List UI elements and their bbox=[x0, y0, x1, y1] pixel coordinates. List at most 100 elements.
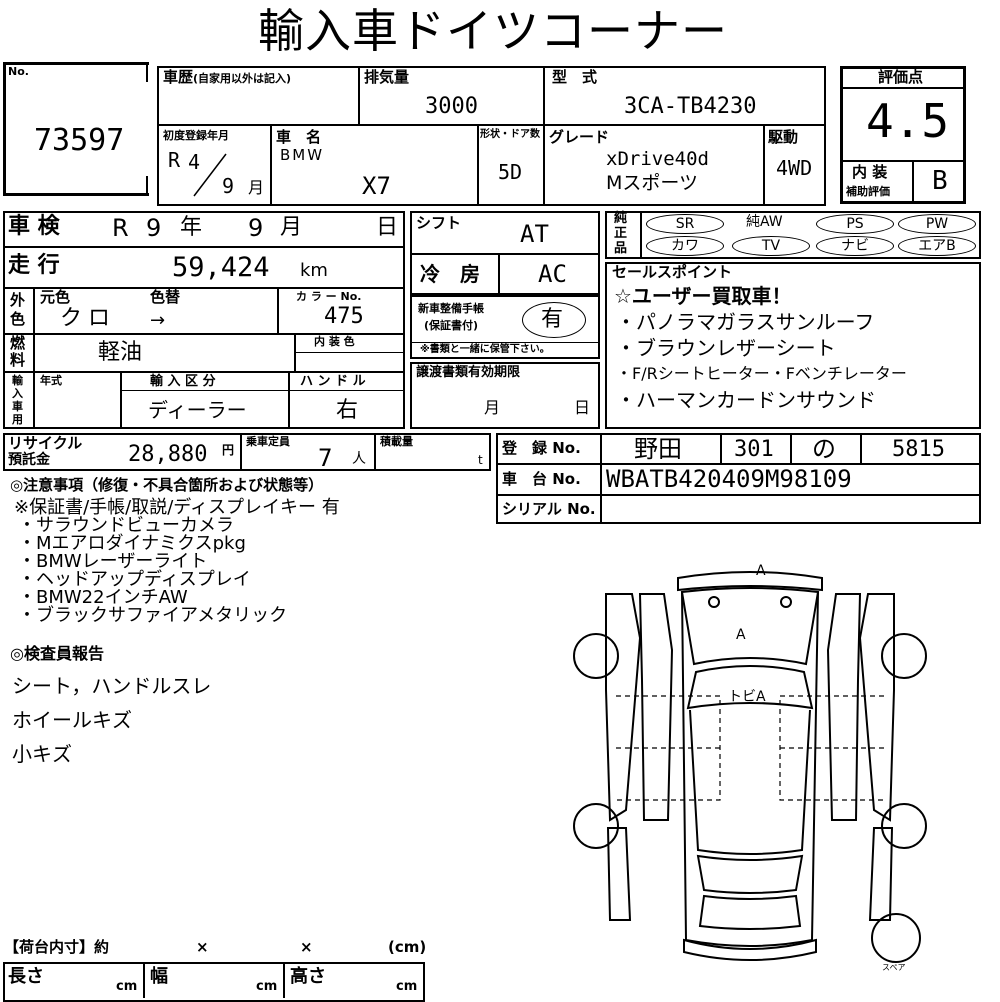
transfer-box bbox=[410, 362, 600, 429]
note-line-5: ・ヘッドアップディスプレイ bbox=[18, 569, 251, 590]
score-label: 評価点 bbox=[878, 68, 924, 86]
sales-point-3: ・ブラウンレザーシート bbox=[616, 336, 836, 360]
sales-point-2: ・パノラマガラスサンルーフ bbox=[616, 310, 875, 334]
cargo-length-unit: cm bbox=[116, 979, 138, 994]
inspection-label: 車 検 bbox=[8, 214, 60, 239]
exterior-change: → bbox=[150, 310, 166, 331]
doors-label: 形状・ドア数 bbox=[480, 129, 540, 140]
exterior-orig: クロ bbox=[60, 306, 117, 331]
recycle-value: 28,880 bbox=[128, 442, 208, 467]
score-value: 4.5 bbox=[866, 94, 950, 148]
mileage-unit: km bbox=[300, 260, 328, 281]
car-maker: BMW bbox=[280, 146, 325, 164]
cargo-unit: (cm) bbox=[388, 938, 427, 956]
page-title: 輸入車ドイツコーナー bbox=[258, 4, 728, 58]
note-line-7: ・ブラックサファイアメタリック bbox=[18, 605, 288, 626]
chassis-label: 車 台 No. bbox=[502, 470, 581, 488]
genuine-sr: SR bbox=[646, 214, 724, 234]
registration-kana: の bbox=[812, 435, 836, 463]
manual-box bbox=[410, 295, 600, 359]
genuine-tv: TV bbox=[732, 236, 810, 256]
serial-label: シリアル No. bbox=[502, 500, 596, 518]
import-type: ディーラー bbox=[148, 398, 247, 422]
load-unit: t bbox=[478, 453, 483, 467]
model-code-value: 3CA-TB4230 bbox=[624, 94, 757, 119]
capacity-value: 7 bbox=[318, 444, 333, 472]
fuel-label-2: 料 bbox=[10, 351, 26, 369]
exterior-change-label: 色替 bbox=[150, 288, 181, 306]
lot-box bbox=[3, 62, 149, 196]
vehicle-details-grid bbox=[3, 211, 405, 429]
aircon-label: 冷 房 bbox=[420, 262, 480, 286]
lot-number-label: No. bbox=[8, 65, 29, 78]
capacity-label: 乗車定員 bbox=[246, 435, 290, 448]
note-line-2: ・サラウンドビューカメラ bbox=[18, 515, 234, 536]
sales-points-box bbox=[605, 262, 981, 429]
genuine-airbag: エアB bbox=[898, 236, 976, 256]
note-line-3: ・Mエアロダイナミクスpkg bbox=[18, 533, 246, 554]
drive-value: 4WD bbox=[776, 156, 813, 180]
handle-value: 右 bbox=[336, 398, 359, 423]
damage-mark-windshield: トビA bbox=[728, 689, 766, 705]
first-reg-month: 9 bbox=[222, 174, 235, 198]
genuine-kawa: カワ bbox=[646, 236, 724, 256]
import-label-3: 車 bbox=[12, 400, 23, 413]
cargo-width-unit: cm bbox=[256, 979, 278, 994]
first-reg-era: R bbox=[168, 148, 181, 172]
cargo-length-label: 長さ bbox=[8, 966, 44, 987]
aircon-value: AC bbox=[538, 260, 567, 288]
inspector-line-2: ホイールキズ bbox=[12, 708, 132, 732]
shift-label: シフト bbox=[416, 214, 462, 232]
sales-points-label: セールスポイント bbox=[612, 263, 733, 281]
registration-area: 野田 bbox=[634, 435, 682, 463]
cargo-x2: × bbox=[300, 938, 313, 956]
grade-line1: xDrive40d bbox=[606, 148, 709, 170]
transfer-day-unit: 日 bbox=[574, 398, 591, 417]
cargo-height-unit: cm bbox=[396, 979, 418, 994]
notes-heading: ◎注意事項（修復・不具合箇所および状態等） bbox=[10, 476, 324, 494]
inspection-day-unit: 日 bbox=[376, 215, 399, 240]
score-box bbox=[840, 66, 966, 204]
interior-score-value: B bbox=[932, 166, 948, 196]
top-info-grid bbox=[157, 66, 826, 206]
model-code-label: 型 式 bbox=[552, 68, 598, 86]
import-label-1: 輸 bbox=[12, 374, 23, 387]
color-no-label: カ ラ ー No. bbox=[296, 290, 362, 303]
exterior-label-2: 色 bbox=[10, 310, 26, 328]
recycle-label-1: リサイクル bbox=[8, 434, 83, 452]
genuine-parts-box bbox=[605, 211, 981, 259]
displacement-value: 3000 bbox=[425, 94, 478, 119]
genuine-label-3: 品 bbox=[614, 241, 628, 256]
mileage-label: 走 行 bbox=[8, 253, 60, 278]
fuel-label-1: 燃 bbox=[10, 334, 26, 352]
recycle-label-2: 預託金 bbox=[8, 452, 50, 468]
first-reg-label: 初度登録年月 bbox=[163, 129, 229, 142]
mileage-value: 59,424 bbox=[172, 252, 270, 283]
handle-label: ハ ン ド ル bbox=[300, 374, 366, 389]
manual-circle bbox=[522, 302, 586, 338]
import-label-2: 入 bbox=[12, 387, 23, 400]
recycle-row bbox=[3, 433, 491, 471]
fuel-value: 軽油 bbox=[98, 340, 143, 365]
chassis-value: WBATB420409M98109 bbox=[606, 465, 852, 493]
lot-number: 73597 bbox=[34, 123, 125, 158]
car-model: X7 bbox=[362, 172, 391, 200]
note-line-1: ※保証書/手帳/取説/ディスプレイキー 有 bbox=[14, 497, 340, 518]
doors-value: 5D bbox=[498, 160, 523, 184]
drive-label: 駆動 bbox=[768, 128, 799, 146]
interior-score-label-2: 補助評価 bbox=[846, 185, 890, 198]
inspector-line-3: 小キズ bbox=[12, 742, 72, 766]
capacity-unit: 人 bbox=[352, 451, 366, 467]
first-reg-year: 4 bbox=[188, 150, 201, 174]
recycle-unit: 円 bbox=[222, 443, 235, 457]
sales-point-5: ・ハーマンカードンサウンド bbox=[616, 388, 876, 412]
cargo-label: 【荷台内寸】約 bbox=[4, 938, 110, 956]
cargo-width-label: 幅 bbox=[150, 966, 168, 987]
grade-line2: Mスポーツ bbox=[606, 172, 699, 194]
transfer-month-unit: 月 bbox=[484, 398, 501, 417]
inspection-era: R bbox=[112, 214, 129, 242]
inspection-month: 9 bbox=[248, 214, 264, 242]
genuine-pw: PW bbox=[898, 214, 976, 234]
damage-mark-hood: A bbox=[736, 627, 746, 643]
cargo-grid bbox=[3, 962, 425, 1002]
